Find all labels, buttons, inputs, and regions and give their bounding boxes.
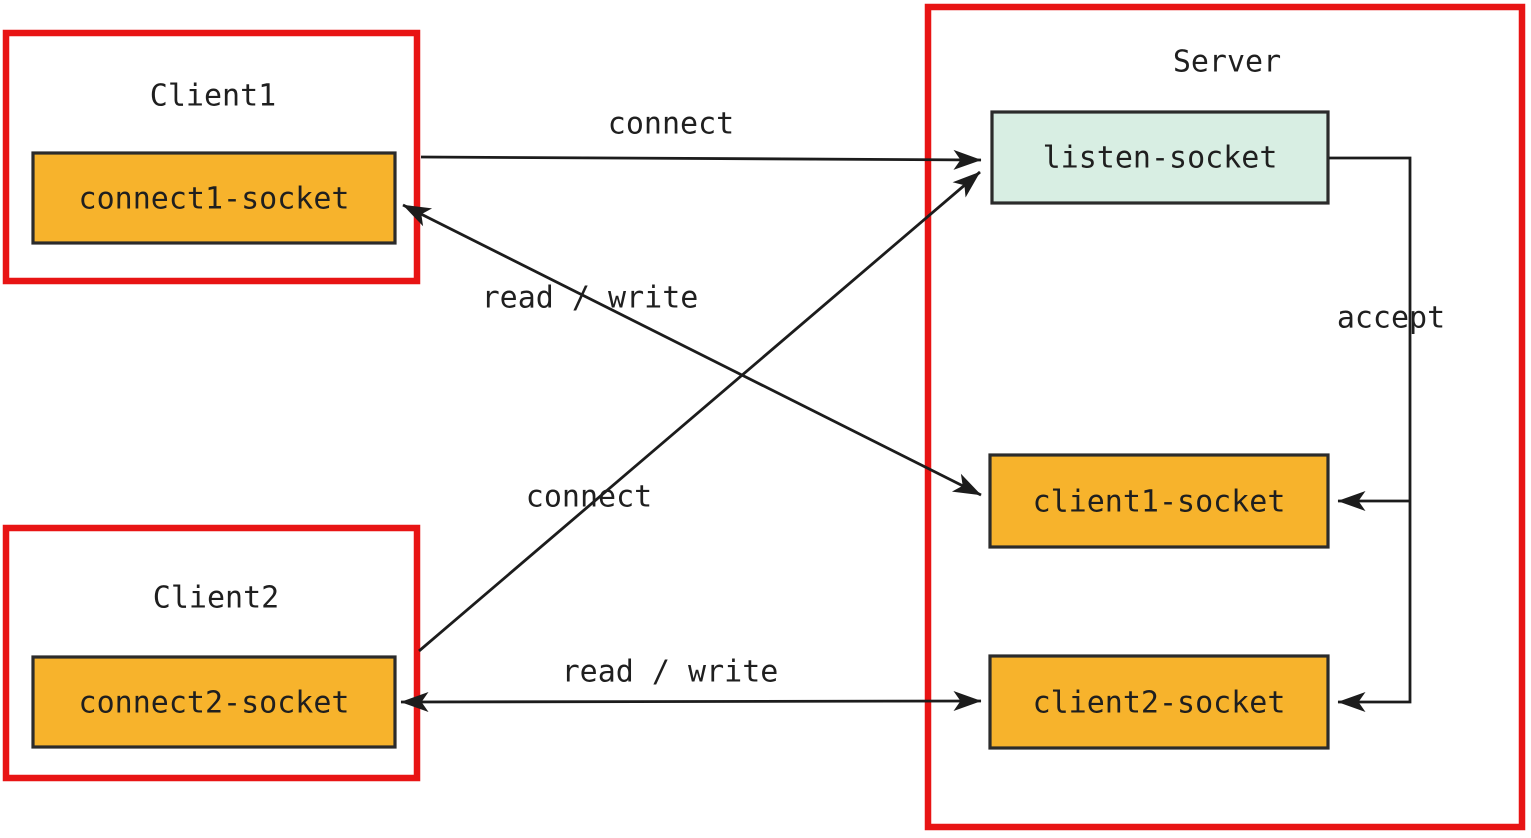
connect-arrow-client2-to-listen [418, 170, 981, 653]
connect-arrow-client1-to-listen [420, 149, 982, 170]
server-title: Server [1173, 45, 1281, 80]
connect2-socket-box [31, 655, 397, 749]
client2-title: Client2 [153, 581, 279, 616]
listen-socket-label: listen-socket [1043, 141, 1278, 176]
connect2-socket-label: connect2-socket [79, 686, 350, 721]
client1-socket-label: client1-socket [1033, 485, 1286, 520]
client1-title: Client1 [150, 79, 276, 114]
read-write-label-top: read / write [482, 281, 699, 316]
read-write-arrow-client1 [402, 203, 982, 497]
accept-label: accept [1337, 301, 1445, 336]
connect-label-top: connect [608, 107, 734, 142]
read-write-label-bottom: read / write [562, 655, 779, 690]
client1-socket-box [988, 453, 1330, 549]
listen-socket-box [990, 110, 1330, 205]
connect1-socket-box [31, 151, 397, 245]
accept-arrow-to-client2-socket [1329, 156, 1412, 712]
client2-socket-box [988, 654, 1330, 750]
connect1-socket-label: connect1-socket [79, 182, 350, 217]
read-write-arrow-client2 [400, 691, 982, 712]
connect-label-bottom: connect [526, 480, 652, 515]
client2-socket-label: client2-socket [1033, 686, 1286, 721]
